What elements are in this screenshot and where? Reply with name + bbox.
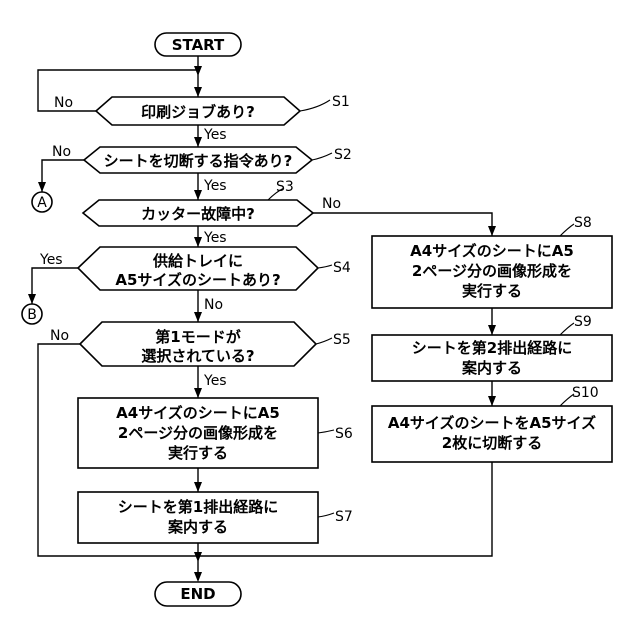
decision-s4-text-1: 供給トレイに [152,252,243,270]
arrowhead-s3 [194,190,202,200]
decision-s2-text: シートを切断する指令あり? [104,152,293,170]
decision-s5-text-1: 第1モードが [155,328,241,346]
connector-b-text: B [27,307,37,323]
label-s3-yes: Yes [203,230,227,246]
decision-s1-step: S1 [332,94,350,110]
label-s5-no: No [50,328,69,344]
label-s4-no: No [204,297,223,313]
terminal-start-text: START [172,36,225,54]
decision-s5-step: S5 [333,332,351,348]
process-s8-text-3: 実行する [462,282,522,300]
process-s9-text-2: 案内する [461,359,522,377]
process-s9-step: S9 [574,314,592,330]
decision-s4-leader [318,265,332,268]
process-s10-text-1: A4サイズのシートをA5サイズ [388,414,596,432]
process-s6: A4サイズのシートにA5 2ページ分の画像形成を 実行する S6 [78,398,353,468]
decision-s1-text: 印刷ジョブあり? [141,103,255,121]
process-s8-leader [560,224,574,236]
process-s10-text-2: 2枚に切断する [442,434,542,452]
connector-a-text: A [37,195,47,211]
arrowhead-s7 [194,482,202,492]
arrowhead-a [38,182,46,192]
arrowhead-s4 [194,237,202,247]
arrowhead-s2 [194,137,202,147]
arrowhead-loop [194,66,202,76]
arrowhead-s10 [488,396,496,406]
label-s4-yes: Yes [39,252,63,268]
process-s6-text-1: A4サイズのシートにA5 [116,404,280,422]
decision-s4-step: S4 [333,260,351,276]
decision-s3-step: S3 [276,179,294,195]
arrowhead-end [194,572,202,582]
edge-s2-no [42,160,84,192]
decision-s5-leader [316,338,332,344]
decision-s5: 第1モードが 選択されている? S5 [80,322,351,366]
decision-s2-leader [312,153,332,160]
decision-s1: 印刷ジョブあり? S1 [96,94,350,125]
decision-s4: 供給トレイに A5サイズのシートあり? S4 [78,247,351,290]
process-s10-step: S10 [572,385,599,401]
arrowhead-s8 [488,226,496,236]
edge-s4-yes [32,268,78,304]
process-s9-text-1: シートを第2排出経路に [412,339,572,357]
connector-b: B [22,304,42,324]
process-s6-step: S6 [335,426,353,442]
process-s8-text-1: A4サイズのシートにA5 [410,242,574,260]
label-s1-no: No [54,95,73,111]
decision-s2-step: S2 [334,147,352,163]
process-s7-text-1: シートを第1排出経路に [118,498,278,516]
process-s6-leader [318,430,334,433]
process-s6-text-3: 実行する [168,444,228,462]
terminal-end-text: END [180,585,215,603]
process-s8-step: S8 [574,215,592,231]
label-s2-yes: Yes [203,178,227,194]
decision-s1-leader [300,100,330,111]
label-s2-no: No [52,144,71,160]
decision-s5-text-2: 選択されている? [141,347,254,365]
arrowhead-s9 [488,325,496,335]
process-s9-leader [560,323,574,335]
terminal-start: START [155,33,241,56]
process-s7: シートを第1排出経路に 案内する S7 [78,492,353,543]
label-s5-yes: Yes [203,373,227,389]
process-s7-leader [318,513,334,517]
arrowhead-s6 [194,388,202,398]
process-s8-text-2: 2ページ分の画像形成を [412,262,572,280]
connector-a: A [32,192,52,212]
decision-s4-text-2: A5サイズのシートあり? [115,271,280,289]
arrowhead-s5 [194,312,202,322]
arrowhead-s1 [194,87,202,97]
process-s6-text-2: 2ページ分の画像形成を [118,424,278,442]
process-s7-step: S7 [335,509,353,525]
label-s3-no: No [322,196,341,212]
decision-s2: シートを切断する指令あり? S2 [84,147,352,173]
process-s7-text-2: 案内する [167,518,228,536]
arrowhead-b [28,294,36,304]
terminal-end: END [155,582,241,606]
label-s1-yes: Yes [203,127,227,143]
arrowhead-merge [194,552,202,562]
edge-s3-no [313,213,492,236]
decision-s3-text: カッター故障中? [141,205,255,223]
